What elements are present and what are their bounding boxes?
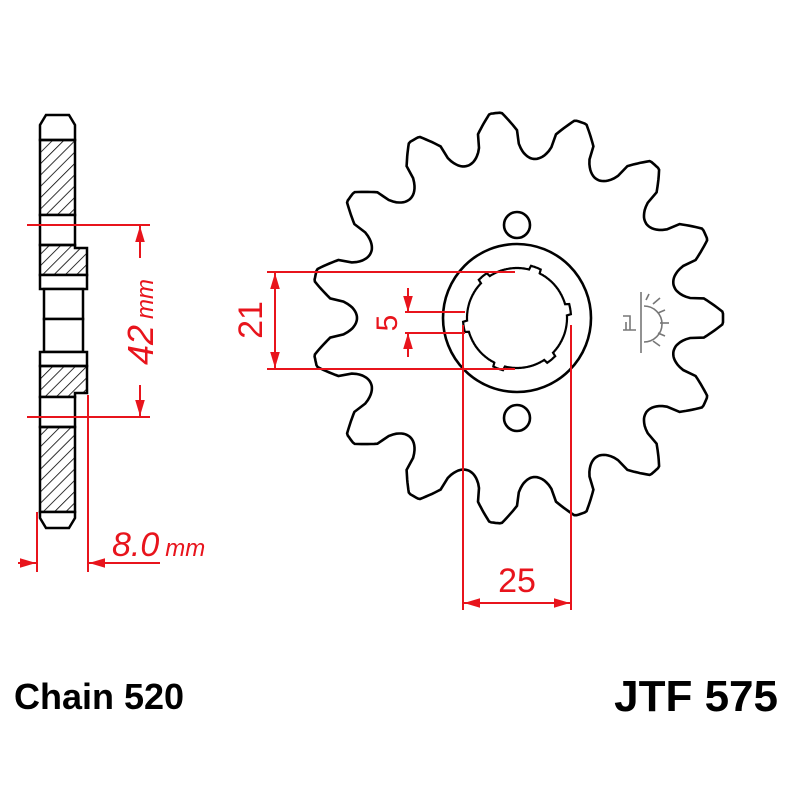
dim-42-label: 42 [120,325,161,365]
dim-25-label: 25 [498,562,536,600]
dim-42-unit: mm [132,279,159,319]
bolt-hole-top [502,210,532,240]
weld-symbol-icon [623,292,669,353]
svg-text:42mm: 42 mm [120,279,161,365]
bolt-hole-bottom [502,403,532,433]
chain-label: Chain 520 [14,676,185,717]
dim-42-group: 42 mm [120,279,161,365]
dim-5-label: 5 [371,315,404,332]
sprocket-outline [313,111,725,525]
side-hatch-top [38,138,77,217]
side-tooth-bottom [38,510,77,530]
side-hatch-bottom [38,425,77,514]
side-hub-hatch-top [38,243,89,277]
dimension-lines [18,224,572,610]
part-number: JTF 575 [614,672,778,721]
spline-bore [461,264,573,372]
hub-circle [441,242,593,394]
side-tooth-top [38,113,77,142]
dim-21-label: 21 [232,301,270,339]
dim-8-label: 8.0 [112,526,159,564]
front-view [313,111,725,525]
dim-8-unit: mm [165,535,205,562]
side-view [38,113,89,530]
side-hub-hatch-bottom [38,364,89,399]
